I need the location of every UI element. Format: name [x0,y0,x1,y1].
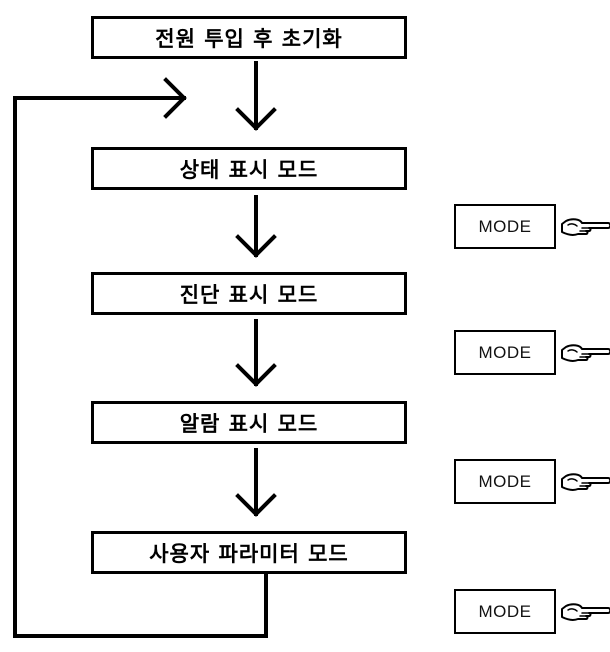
step-label-init: 전원 투입 후 초기화 [155,26,343,51]
mode-key-label: MODE [478,342,532,362]
mode-key-label: MODE [478,601,532,621]
down-arrow-icon [235,61,277,131]
pointing-hand-icon [561,218,610,237]
mode-key-3: MODE [454,459,556,504]
pointing-hand-icon [561,473,610,492]
down-arrow-icon [235,448,277,517]
step-box-status-display: 상태 표시 모드 [91,147,407,190]
loop-back-line [13,77,268,638]
step-label-alarm-display: 알람 표시 모드 [179,411,319,436]
mode-key-label: MODE [478,216,532,236]
step-label-diagnostic-display: 진단 표시 모드 [179,282,319,307]
pointing-hand-icon [561,344,610,363]
mode-key-2: MODE [454,330,556,375]
pointing-hand-icon [561,603,610,622]
step-box-init: 전원 투입 후 초기화 [91,16,407,59]
step-box-user-parameter: 사용자 파라미터 모드 [91,531,407,574]
step-box-alarm-display: 알람 표시 모드 [91,401,407,444]
step-box-diagnostic-display: 진단 표시 모드 [91,272,407,315]
mode-key-label: MODE [478,471,532,491]
step-label-status-display: 상태 표시 모드 [179,157,319,182]
mode-key-1: MODE [454,204,556,249]
mode-key-4: MODE [454,589,556,634]
down-arrow-icon [235,195,277,258]
down-arrow-icon [235,319,277,387]
step-label-user-parameter: 사용자 파라미터 모드 [149,541,349,566]
